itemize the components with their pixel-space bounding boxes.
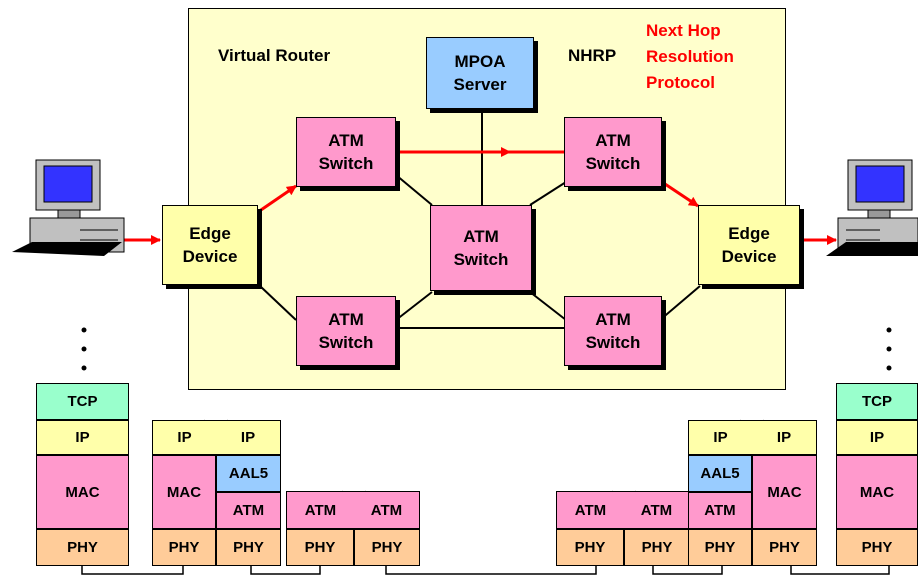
tcp-layer: TCP [836, 383, 918, 420]
atm-layer: ATM [624, 491, 690, 529]
phy-layer: PHY [152, 529, 216, 566]
phy-layer: PHY [624, 529, 690, 566]
router-title: Virtual Router [218, 46, 331, 65]
atm-layer: ATM [688, 492, 752, 529]
nhrp-label: NHRP [568, 46, 617, 65]
mac-layer: MAC [836, 455, 918, 529]
tcp-layer: TCP [36, 383, 129, 420]
phy-layer: PHY [216, 529, 281, 566]
computer-icon [12, 159, 125, 256]
phy-layer: PHY [836, 529, 918, 566]
aal5-layer: AAL5 [216, 455, 281, 492]
aal5-layer: AAL5 [688, 455, 752, 492]
nhrp-expansion: Next Hop Resolution Protocol [646, 21, 734, 92]
mac-layer: MAC [152, 455, 216, 529]
phy-layer: PHY [286, 529, 354, 566]
atm-layer: ATM [354, 491, 420, 529]
mac-layer: MAC [752, 455, 817, 529]
ip-layer: IP [152, 420, 216, 455]
atm-layer: ATM [556, 491, 624, 529]
physical-links [81, 566, 890, 575]
ip-layer: IP [36, 420, 129, 455]
phy-layer: PHY [752, 529, 817, 566]
ip-layer: IP [752, 420, 817, 455]
ip-layer: IP [688, 420, 752, 455]
ip-layer: IP [836, 420, 918, 455]
phy-layer: PHY [354, 529, 420, 566]
ip-layer: IP [216, 420, 281, 455]
atm-layer: ATM [286, 491, 354, 529]
phy-layer: PHY [556, 529, 624, 566]
phy-layer: PHY [36, 529, 129, 566]
mac-layer: MAC [36, 455, 129, 529]
phy-layer: PHY [688, 529, 752, 566]
computer-icon [826, 159, 918, 256]
atm-layer: ATM [216, 492, 281, 529]
ellipsis-icon [81, 327, 892, 371]
